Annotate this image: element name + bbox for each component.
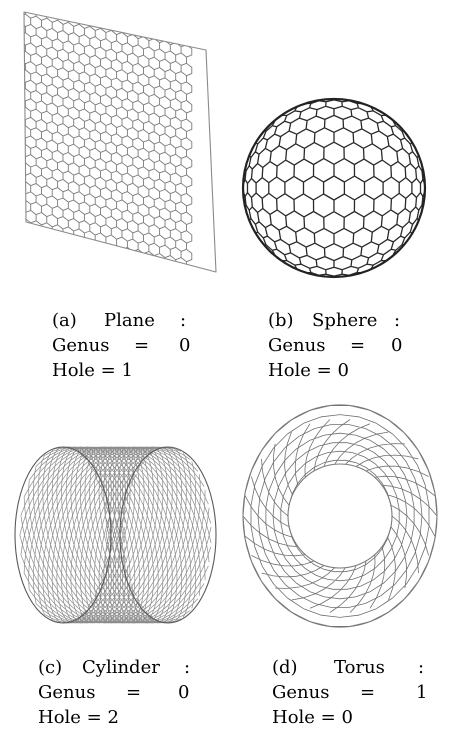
caption-d: (d) Torus : Genus = 1 Hole = 0	[272, 655, 432, 735]
caption-b: (b) Sphere : Genus = 0 Hole = 0	[268, 308, 418, 388]
caption-colon: :	[418, 657, 425, 678]
genus-label: Genus	[52, 335, 110, 356]
caption-title: Cylinder	[82, 657, 160, 678]
caption-colon: :	[184, 657, 191, 678]
hole-text: Hole = 1	[52, 360, 133, 381]
cylinder-figure	[8, 440, 223, 635]
caption-label: (d)	[272, 657, 298, 678]
plane-mesh	[23, 11, 217, 273]
genus-value: 1	[416, 682, 428, 703]
caption-title: Sphere	[312, 310, 378, 331]
caption-title: Torus	[334, 657, 385, 678]
genus-label: Genus	[268, 335, 326, 356]
genus-value: 0	[178, 682, 190, 703]
hole-text: Hole = 0	[268, 360, 349, 381]
torus-mesh	[242, 404, 438, 628]
genus-eq: =	[360, 682, 376, 703]
sphere-figure	[238, 95, 434, 285]
caption-a: (a) Plane : Genus = 0 Hole = 1	[52, 308, 202, 388]
plane-figure	[20, 10, 220, 280]
caption-colon: :	[394, 310, 401, 331]
caption-label: (b)	[268, 310, 294, 331]
hole-text: Hole = 0	[272, 707, 353, 728]
genus-label: Genus	[272, 682, 330, 703]
cylinder-mesh	[14, 446, 217, 624]
hole-text: Hole = 2	[38, 707, 119, 728]
sphere-mesh	[241, 97, 427, 279]
caption-label: (c)	[38, 657, 63, 678]
torus-figure	[240, 400, 440, 632]
caption-colon: :	[180, 310, 187, 331]
genus-eq: =	[134, 335, 150, 356]
genus-value: 0	[391, 335, 403, 356]
genus-eq: =	[126, 682, 142, 703]
genus-value: 0	[179, 335, 191, 356]
genus-eq: =	[350, 335, 366, 356]
caption-title: Plane	[104, 310, 155, 331]
caption-c: (c) Cylinder : Genus = 0 Hole = 2	[38, 655, 208, 735]
genus-label: Genus	[38, 682, 96, 703]
caption-label: (a)	[52, 310, 77, 331]
